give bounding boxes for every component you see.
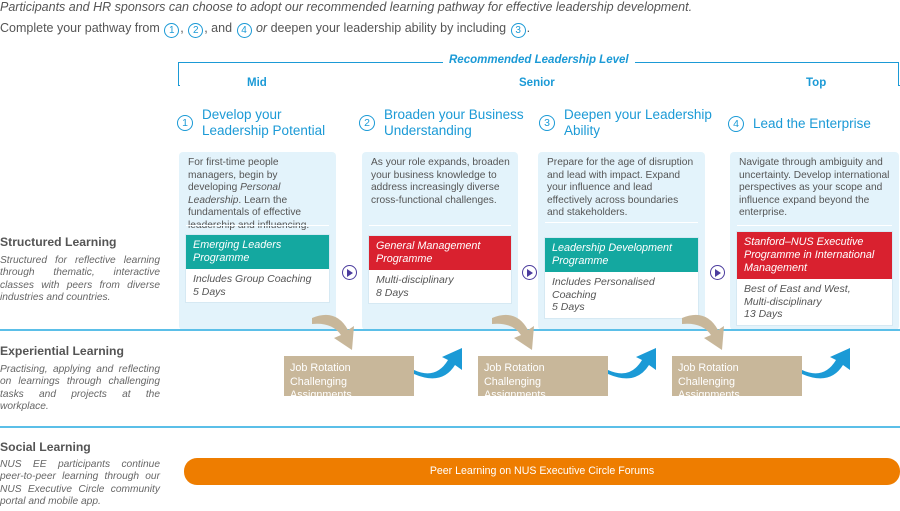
stage-2-description: As your role expands, broaden your busin… [371,157,510,206]
job-rotation-box: Job Rotation Challenging Assignments [478,356,608,401]
stage-2-panel: As your role expands, broaden your busin… [362,152,518,330]
step-2-badge: 2 [188,23,204,38]
structured-learning-title: Structured Learning [0,235,117,249]
panel-separator [737,225,892,226]
intro-text: , [180,21,188,35]
leadership-development-programme-card[interactable]: Leadership Development Programme Include… [544,237,699,319]
bracket-left-edge [178,62,180,86]
stage-4-header: 4 Lead the Enterprise [728,116,871,132]
play-next-icon[interactable] [522,265,537,280]
intro-text: . [526,21,531,35]
social-learning-desc: NUS EE participants continue peer-to-pee… [0,459,160,508]
structured-learning-desc: Structured for reflective learning throu… [0,255,160,304]
stage-1-panel: For first-time people managers, begin by… [179,152,336,330]
general-management-programme-card[interactable]: General Management Programme Multi-disci… [368,235,512,304]
social-learning-title: Social Learning [0,440,91,454]
emerging-leaders-programme-card[interactable]: Emerging Leaders Programme Includes Grou… [185,234,330,303]
stage-3-panel: Prepare for the age of disruption and le… [538,152,705,330]
blue-up-arrow-icon [802,348,850,379]
step-4-icon: 4 [728,116,744,132]
panel-separator [186,225,329,226]
level-mid: Mid [247,77,267,89]
intro-text: deepen your leadership ability by includ… [267,21,510,35]
step-1-icon: 1 [177,115,193,131]
programme-title: Leadership Development Programme [545,238,698,272]
play-next-icon[interactable] [710,265,725,280]
bracket-title: Recommended Leadership Level [443,54,635,66]
blue-up-arrow-icon [414,348,462,379]
programme-details: Multi-disciplinary 8 Days [376,274,454,299]
tan-down-arrow-icon [492,314,534,350]
programme-details: Best of East and West, Multi-disciplinar… [744,283,851,320]
peer-learning-bar[interactable]: Peer Learning on NUS Executive Circle Fo… [184,458,900,485]
panel-separator [545,222,698,223]
intro-text: , and [204,21,236,35]
stage-4-description: Navigate through ambiguity and uncertain… [739,157,890,219]
blue-up-arrow-icon [608,348,656,379]
level-senior: Senior [519,77,555,89]
intro-text: Complete your pathway from [0,21,164,35]
step-2-icon: 2 [359,115,375,131]
experiential-learning-title: Experiential Learning [0,344,124,358]
section-divider [0,329,900,331]
play-next-icon[interactable] [342,265,357,280]
section-divider [0,426,900,428]
programme-title: General Management Programme [369,236,511,270]
stage-4-panel: Navigate through ambiguity and uncertain… [730,152,899,330]
stanford-nus-programme-card[interactable]: Stanford–NUS Executive Programme in Inte… [736,231,893,326]
step-4-badge: 4 [236,23,252,38]
tan-down-arrow-icon [312,314,354,350]
stage-4-title: Lead the Enterprise [753,116,871,131]
tan-down-arrow-icon [682,314,724,350]
intro-line-1: Participants and HR sponsors can choose … [0,0,693,14]
step-1-badge: 1 [164,23,180,38]
experiential-learning-desc: Practising, applying and reflecting on l… [0,364,160,413]
intro-text: or [252,21,268,35]
programme-title: Stanford–NUS Executive Programme in Inte… [737,232,892,279]
intro-line-2: Complete your pathway from 1, 2, and 4 o… [0,21,530,38]
programme-details: Includes Personalised Coaching 5 Days [552,276,655,313]
job-rotation-box: Job Rotation Challenging Assignments [672,356,802,401]
programme-details: Includes Group Coaching 5 Days [193,273,312,298]
programme-title: Emerging Leaders Programme [186,235,329,269]
step-3-icon: 3 [539,115,555,131]
level-top: Top [806,77,827,89]
stage-1-description: For first-time people managers, begin by… [188,157,309,231]
bracket-mask [180,63,898,87]
job-rotation-box: Job Rotation Challenging Assignments [284,356,414,401]
step-3-badge: 3 [510,23,526,38]
stage-3-description: Prepare for the age of disruption and le… [547,157,694,219]
panel-separator [369,225,511,226]
